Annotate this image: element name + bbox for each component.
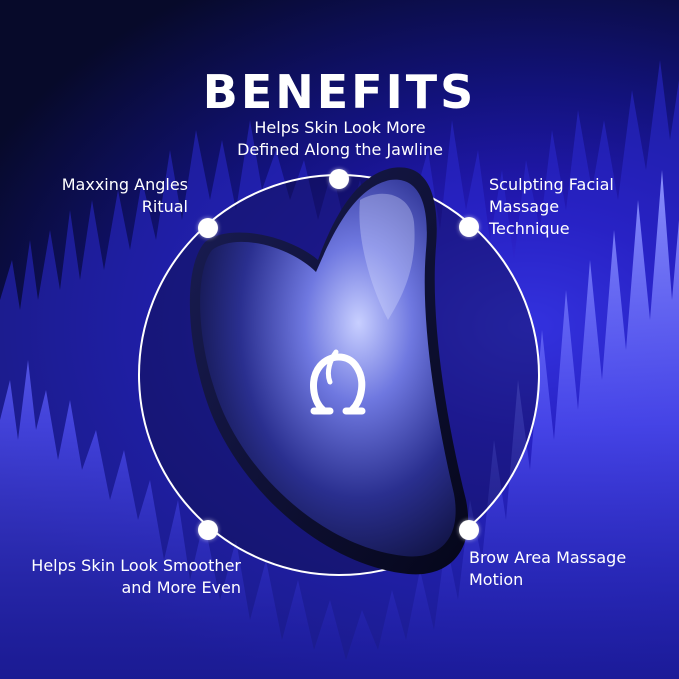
- benefit-label-sculpting: Sculpting Facial Massage Technique: [489, 174, 669, 240]
- benefit-line: Brow Area Massage: [469, 548, 627, 567]
- benefit-dot-lower-right: [459, 520, 479, 540]
- benefit-line: Defined Along the Jawline: [237, 140, 443, 159]
- benefit-dot-upper-right: [459, 217, 479, 237]
- benefit-line: Sculpting Facial: [489, 175, 614, 194]
- benefit-label-jawline: Helps Skin Look More Defined Along the J…: [200, 117, 480, 161]
- benefit-label-smoother: Helps Skin Look Smoother and More Even: [6, 555, 241, 599]
- benefit-label-ritual: Maxxing Angles Ritual: [20, 174, 188, 218]
- gua-sha-highlight: [359, 193, 415, 320]
- omega-logo-icon: [310, 349, 366, 415]
- benefit-line: and More Even: [121, 578, 242, 597]
- benefit-dot-top: [329, 169, 349, 189]
- benefit-line: Technique: [489, 219, 570, 238]
- benefit-line: Maxxing Angles: [61, 175, 188, 194]
- page-title: BENEFITS: [202, 64, 477, 119]
- benefit-line: Massage: [489, 197, 560, 216]
- benefit-line: Ritual: [141, 197, 188, 216]
- wave-shape-front: [0, 170, 679, 679]
- benefit-line: Helps Skin Look Smoother: [31, 556, 241, 575]
- benefit-line: Helps Skin Look More: [254, 118, 426, 137]
- benefit-dot-lower-left: [198, 520, 218, 540]
- benefit-line: Motion: [469, 570, 524, 589]
- benefit-dot-upper-left: [198, 218, 218, 238]
- benefit-label-brow: Brow Area Massage Motion: [469, 547, 669, 591]
